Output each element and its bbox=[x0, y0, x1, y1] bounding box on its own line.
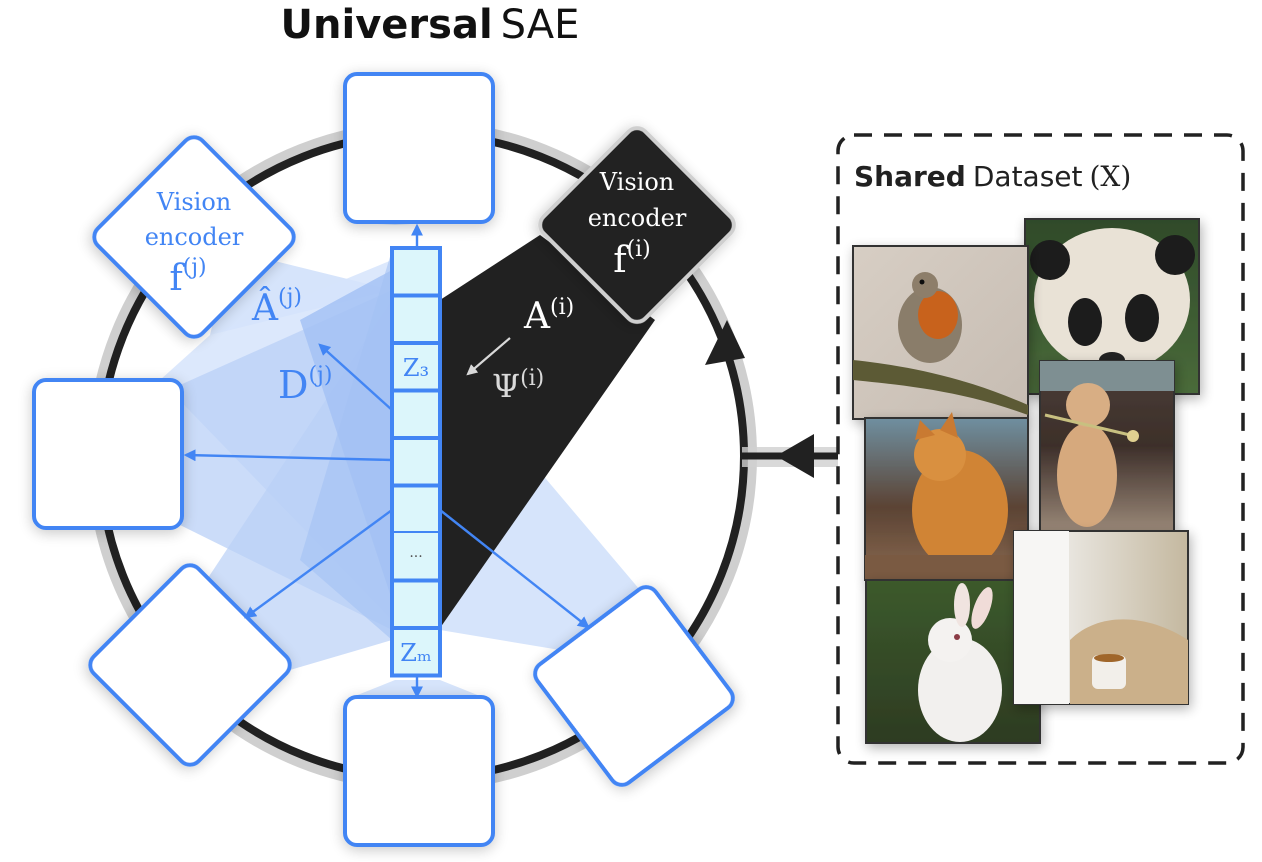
image-cat[interactable] bbox=[864, 412, 1029, 581]
decoder-arrow-to-encoder-j bbox=[318, 343, 393, 411]
title-bold: Universal bbox=[281, 2, 493, 48]
latent-cell-label: Zₘ bbox=[400, 639, 431, 667]
input-arrow-head bbox=[776, 434, 814, 478]
encode-arrow bbox=[466, 337, 511, 376]
image-robin[interactable] bbox=[852, 245, 1029, 420]
encoder-j-sup: (j) bbox=[183, 255, 207, 280]
decoder-arrows bbox=[183, 223, 590, 699]
fan-core-2 bbox=[300, 250, 392, 640]
label-d-j: D(j) bbox=[278, 363, 332, 407]
decoder-arrow-to-lower-right bbox=[439, 509, 590, 629]
d-symbol: D bbox=[278, 363, 308, 407]
decoder-arrow-to-left bbox=[183, 449, 393, 462]
latent-cell bbox=[390, 388, 442, 440]
encoder-j-line2: encoder bbox=[145, 223, 244, 251]
a-hat-symbol: Â bbox=[251, 287, 279, 329]
latent-cell-label: Z₃ bbox=[403, 354, 429, 382]
image-dog[interactable] bbox=[1039, 360, 1175, 532]
decoder-fans bbox=[160, 222, 640, 700]
encoder-i-box[interactable] bbox=[535, 123, 739, 327]
latent-cell bbox=[390, 436, 442, 488]
dataset-symbol: (X) bbox=[1090, 160, 1132, 193]
encoder-i-f: f bbox=[613, 240, 629, 281]
latent-cell bbox=[392, 533, 440, 581]
psi-sup: (i) bbox=[520, 366, 544, 391]
title-regular: SAE bbox=[501, 2, 580, 48]
dataset-title-bold: Shared bbox=[854, 160, 966, 193]
encoder-j-line1: Vision bbox=[156, 188, 231, 216]
image-tea[interactable] bbox=[1013, 530, 1189, 705]
latent-vector-outline bbox=[390, 246, 442, 678]
model-slot-lower-left[interactable] bbox=[85, 560, 294, 769]
dataset-images bbox=[852, 218, 1200, 744]
a-hat-sup: (j) bbox=[278, 285, 302, 310]
latent-cell bbox=[390, 293, 442, 345]
psi-symbol: Ψ bbox=[492, 367, 520, 405]
d-sup: (j) bbox=[308, 363, 332, 388]
model-slot-bottom[interactable] bbox=[343, 695, 495, 847]
latent-cell bbox=[390, 578, 442, 630]
decoder-arrow-to-lower-left bbox=[244, 509, 393, 619]
encoder-i-sup: (i) bbox=[627, 237, 651, 262]
encoder-i-symbol: f(i) bbox=[613, 237, 651, 281]
latent-cell bbox=[390, 483, 442, 535]
latent-vector: Z₃... Zₘ bbox=[390, 246, 442, 678]
vision-encoder-i[interactable]: Vision encoder f(i) bbox=[535, 123, 739, 327]
model-slot-top[interactable] bbox=[343, 72, 495, 224]
encoder-j-symbol: f(j) bbox=[169, 255, 206, 299]
encoder-i-wedge bbox=[440, 235, 655, 628]
label-a-i: A(i) bbox=[523, 295, 574, 337]
label-psi-i: Ψ(i) bbox=[492, 366, 544, 405]
shared-dataset-panel bbox=[836, 133, 1245, 765]
latent-cell-label: ... bbox=[409, 545, 422, 561]
latent-cell bbox=[390, 246, 442, 298]
a-sup: (i) bbox=[550, 295, 574, 320]
label-a-hat-j: Â(j) bbox=[251, 285, 302, 329]
model-slot-left[interactable] bbox=[32, 378, 184, 530]
dataset-title-regular: Dataset bbox=[973, 160, 1083, 193]
a-symbol: A bbox=[523, 296, 551, 337]
encoder-j-f: f bbox=[169, 258, 185, 299]
encoder-i-line2: encoder bbox=[588, 204, 687, 232]
ring-direction-arrow-head bbox=[705, 320, 745, 365]
encoder-j-box[interactable] bbox=[89, 132, 298, 341]
encoder-i-line1: Vision bbox=[599, 168, 674, 196]
dataset-input-arrow bbox=[705, 320, 838, 478]
vision-encoder-j[interactable]: Vision encoder f(j) bbox=[89, 132, 298, 341]
